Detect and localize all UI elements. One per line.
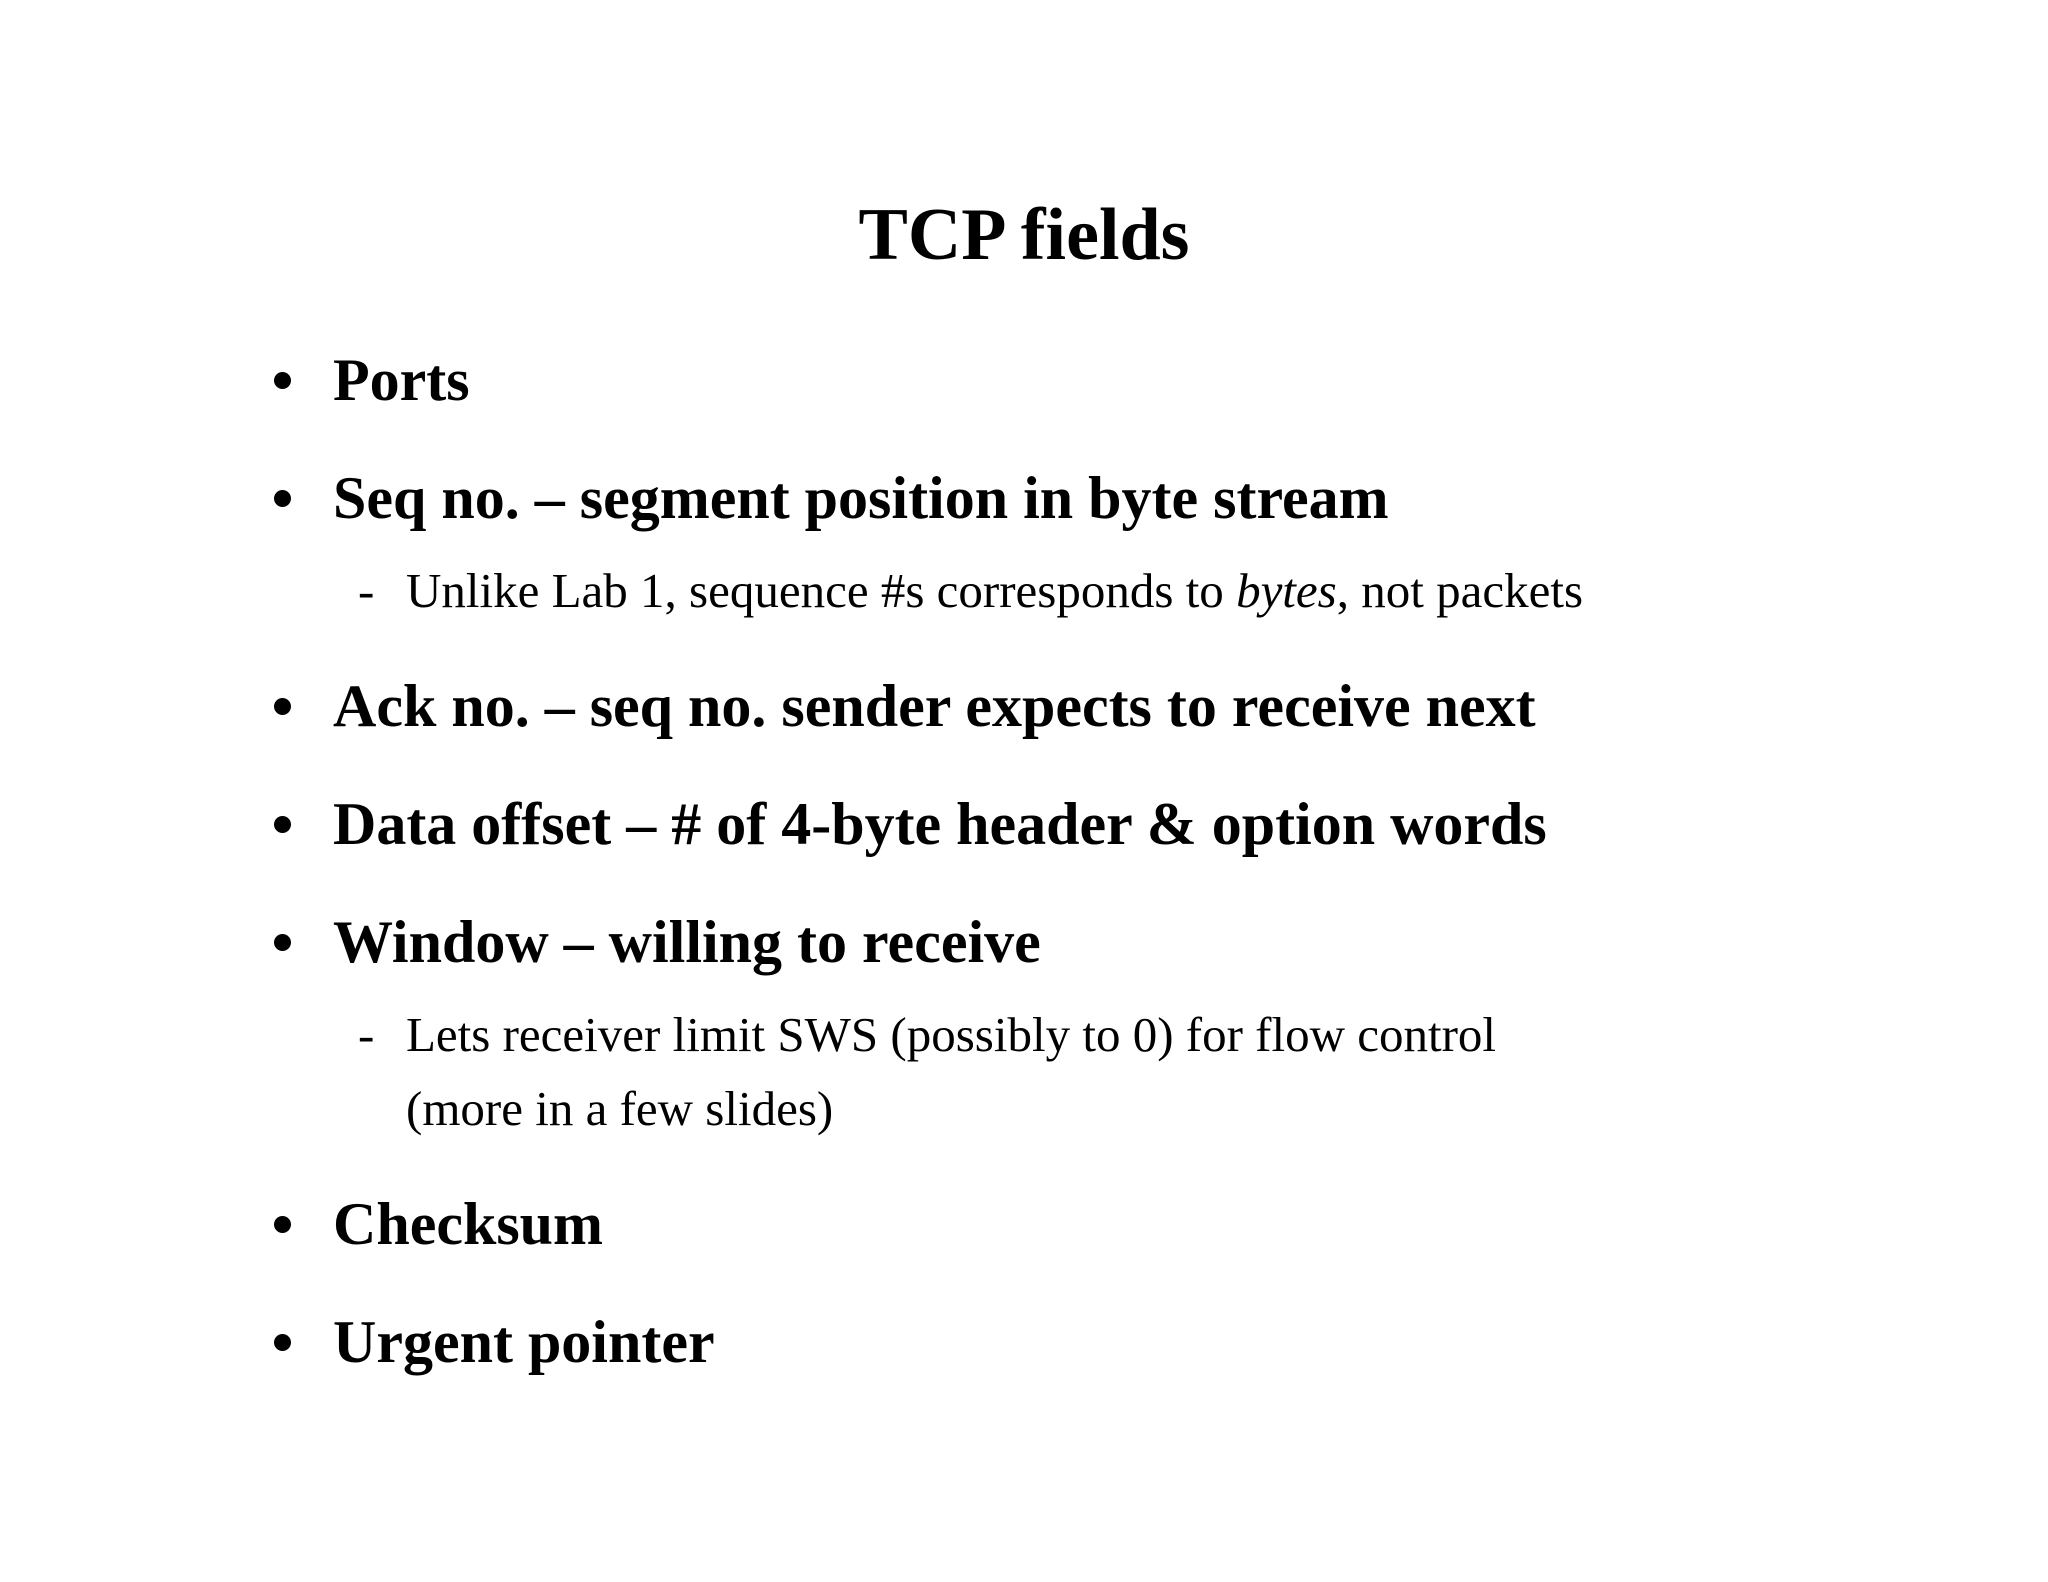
bullet-label: Data offset – # of 4-byte header & optio… [333, 791, 1547, 857]
bullet-label: Ports [333, 347, 470, 413]
bullet-window: Window – willing to receive [270, 900, 1041, 984]
slide-title: TCP fields [858, 194, 1190, 276]
bullet-label: Checksum [333, 1191, 604, 1257]
bullet-dot-icon [274, 489, 291, 507]
bullet-label: Seq no. – segment position in byte strea… [333, 465, 1389, 531]
bullet-label: Window – willing to receive [333, 909, 1041, 975]
bullet-seq-no: Seq no. – segment position in byte strea… [270, 456, 1389, 540]
bullet-dot-icon [274, 1215, 291, 1233]
sub-bullet-text: Unlike Lab 1, sequence #s corresponds to [406, 563, 1237, 618]
bullet-checksum: Checksum [270, 1182, 603, 1266]
sub-bullet-seq: -Unlike Lab 1, sequence #s corresponds t… [358, 554, 1583, 628]
bullet-dot-icon [274, 697, 291, 715]
bullet-dot-icon [274, 815, 291, 833]
sub-bullet-dash: - [358, 1007, 375, 1062]
sub-bullet-dash: - [358, 563, 375, 618]
sub-bullet-text: Lets receiver limit SWS (possibly to 0) … [406, 1007, 1497, 1062]
bullet-data-offset: Data offset – # of 4-byte header & optio… [270, 782, 1547, 866]
bullet-urgent-pointer: Urgent pointer [270, 1300, 715, 1384]
bullet-dot-icon [274, 1333, 291, 1351]
sub-bullet-text-end: , not packets [1336, 563, 1584, 618]
bullet-label: Urgent pointer [333, 1309, 715, 1375]
bullet-label: Ack no. – seq no. sender expects to rece… [333, 673, 1536, 739]
sub-bullet-window: -Lets receiver limit SWS (possibly to 0)… [358, 998, 1496, 1072]
bullet-dot-icon [274, 371, 291, 389]
bullet-ack-no: Ack no. – seq no. sender expects to rece… [270, 664, 1536, 748]
sub-bullet-emphasis: bytes [1236, 563, 1337, 618]
bullet-ports: Ports [270, 338, 470, 422]
bullet-dot-icon [274, 933, 291, 951]
sub-bullet-window-continuation: (more in a few slides) [406, 1081, 834, 1136]
